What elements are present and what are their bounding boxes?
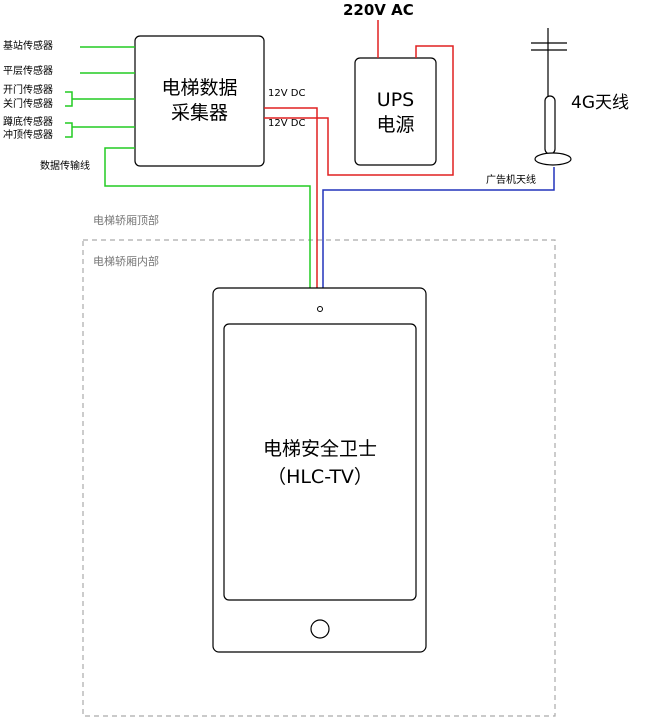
camera-icon bbox=[317, 306, 323, 312]
car-inside-zone-label: 电梯轿厢内部 bbox=[93, 255, 159, 268]
collector-title-line2: 采集器 bbox=[170, 102, 228, 124]
home-button bbox=[310, 619, 330, 639]
antenna-cable bbox=[322, 167, 555, 289]
collector-title-line1: 电梯数据 bbox=[161, 77, 238, 99]
power-wires bbox=[264, 20, 454, 289]
dc-label-2: 12V DC bbox=[268, 118, 306, 129]
sensor-label-floor-level: 平层传感器 bbox=[3, 66, 53, 77]
car-top-zone-label: 电梯轿厢顶部 bbox=[93, 214, 159, 227]
door-sensors-wire bbox=[65, 91, 73, 107]
ups-title-line2: 电源 bbox=[376, 114, 415, 136]
ac-label: 220V AC bbox=[343, 1, 414, 19]
device-screen bbox=[223, 323, 417, 601]
device-subtitle: （HLC-TV） bbox=[267, 466, 373, 488]
sensor-wires bbox=[65, 46, 311, 289]
data-cable-label: 数据传输线 bbox=[40, 161, 90, 172]
sensor-label-door-open: 开门传感器 bbox=[3, 85, 53, 96]
ups-box bbox=[354, 57, 437, 166]
data-cable-wire bbox=[104, 147, 311, 289]
sensor-label-top-overrun: 冲顶传感器 bbox=[3, 130, 53, 141]
sensor-label-pit-bottom: 蹲底传感器 bbox=[3, 117, 53, 128]
sensor-label-door-close: 关门传感器 bbox=[3, 99, 53, 110]
antenna-cable-label: 广告机天线 bbox=[486, 175, 536, 186]
collector-box bbox=[134, 35, 265, 167]
car-inside-zone bbox=[82, 239, 556, 717]
device-title: 电梯安全卫士 bbox=[262, 438, 377, 460]
dc-label-1: 12V DC bbox=[268, 88, 306, 99]
pit-top-sensors-wire bbox=[65, 122, 73, 138]
dc-wire-to-ups bbox=[264, 45, 454, 176]
dc-wire-to-device bbox=[264, 107, 318, 289]
antenna-icon bbox=[531, 28, 572, 166]
sensor-label-base-station: 基站传感器 bbox=[3, 41, 53, 52]
antenna-label: 4G天线 bbox=[571, 93, 629, 113]
ups-title-line1: UPS bbox=[376, 89, 415, 111]
